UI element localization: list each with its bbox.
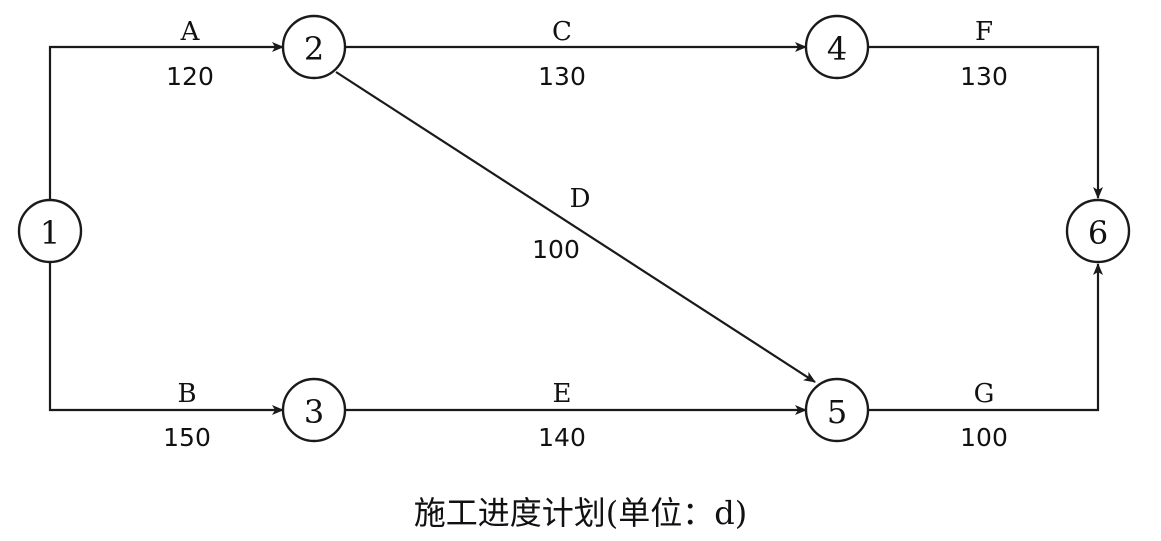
edge-A (48, 42, 284, 199)
node-1-circle (17, 198, 83, 264)
activity-F-name: F (975, 17, 993, 47)
node-3: 3 (281, 377, 347, 443)
activity-A-name: A (180, 17, 201, 47)
node-1: 1 (17, 198, 83, 264)
node-4: 4 (804, 14, 870, 80)
activity-E-name: E (553, 379, 572, 409)
activity-F-duration: 130 (960, 62, 1008, 91)
node-6: 6 (1065, 198, 1131, 264)
node-6-label: 6 (1088, 214, 1108, 252)
node-5-circle (804, 377, 870, 443)
node-2-label: 2 (304, 30, 324, 68)
activity-E-duration: 140 (538, 423, 586, 452)
node-4-label: 4 (827, 30, 847, 68)
activity-G-duration: 100 (960, 423, 1008, 452)
activity-G-name: G (974, 379, 995, 409)
activity-C-name: C (552, 17, 572, 47)
edge-B (48, 262, 284, 415)
edge-D (335, 71, 816, 383)
edge-G (868, 263, 1103, 412)
node-3-circle (281, 377, 347, 443)
node-4-circle (804, 14, 870, 80)
node-2-circle (281, 14, 347, 80)
activity-D-duration: 100 (532, 235, 580, 264)
activity-B-name: B (177, 379, 196, 409)
activity-D-name: D (570, 184, 591, 214)
node-5: 5 (804, 377, 870, 443)
network-diagram: 1 2 3 4 5 6 A 120 B 150 C 130 D 100 E 14… (17, 14, 1131, 452)
node-3-label: 3 (304, 393, 324, 431)
edge-F (868, 45, 1103, 199)
node-2: 2 (281, 14, 347, 80)
node-5-label: 5 (827, 393, 847, 431)
node-1-label: 1 (40, 214, 60, 252)
node-6-circle (1065, 198, 1131, 264)
activity-C-duration: 130 (538, 62, 586, 91)
activity-B-duration: 150 (163, 423, 211, 452)
activity-A-duration: 120 (166, 62, 214, 91)
diagram-caption: 施工进度计划(单位：d) (413, 494, 748, 532)
